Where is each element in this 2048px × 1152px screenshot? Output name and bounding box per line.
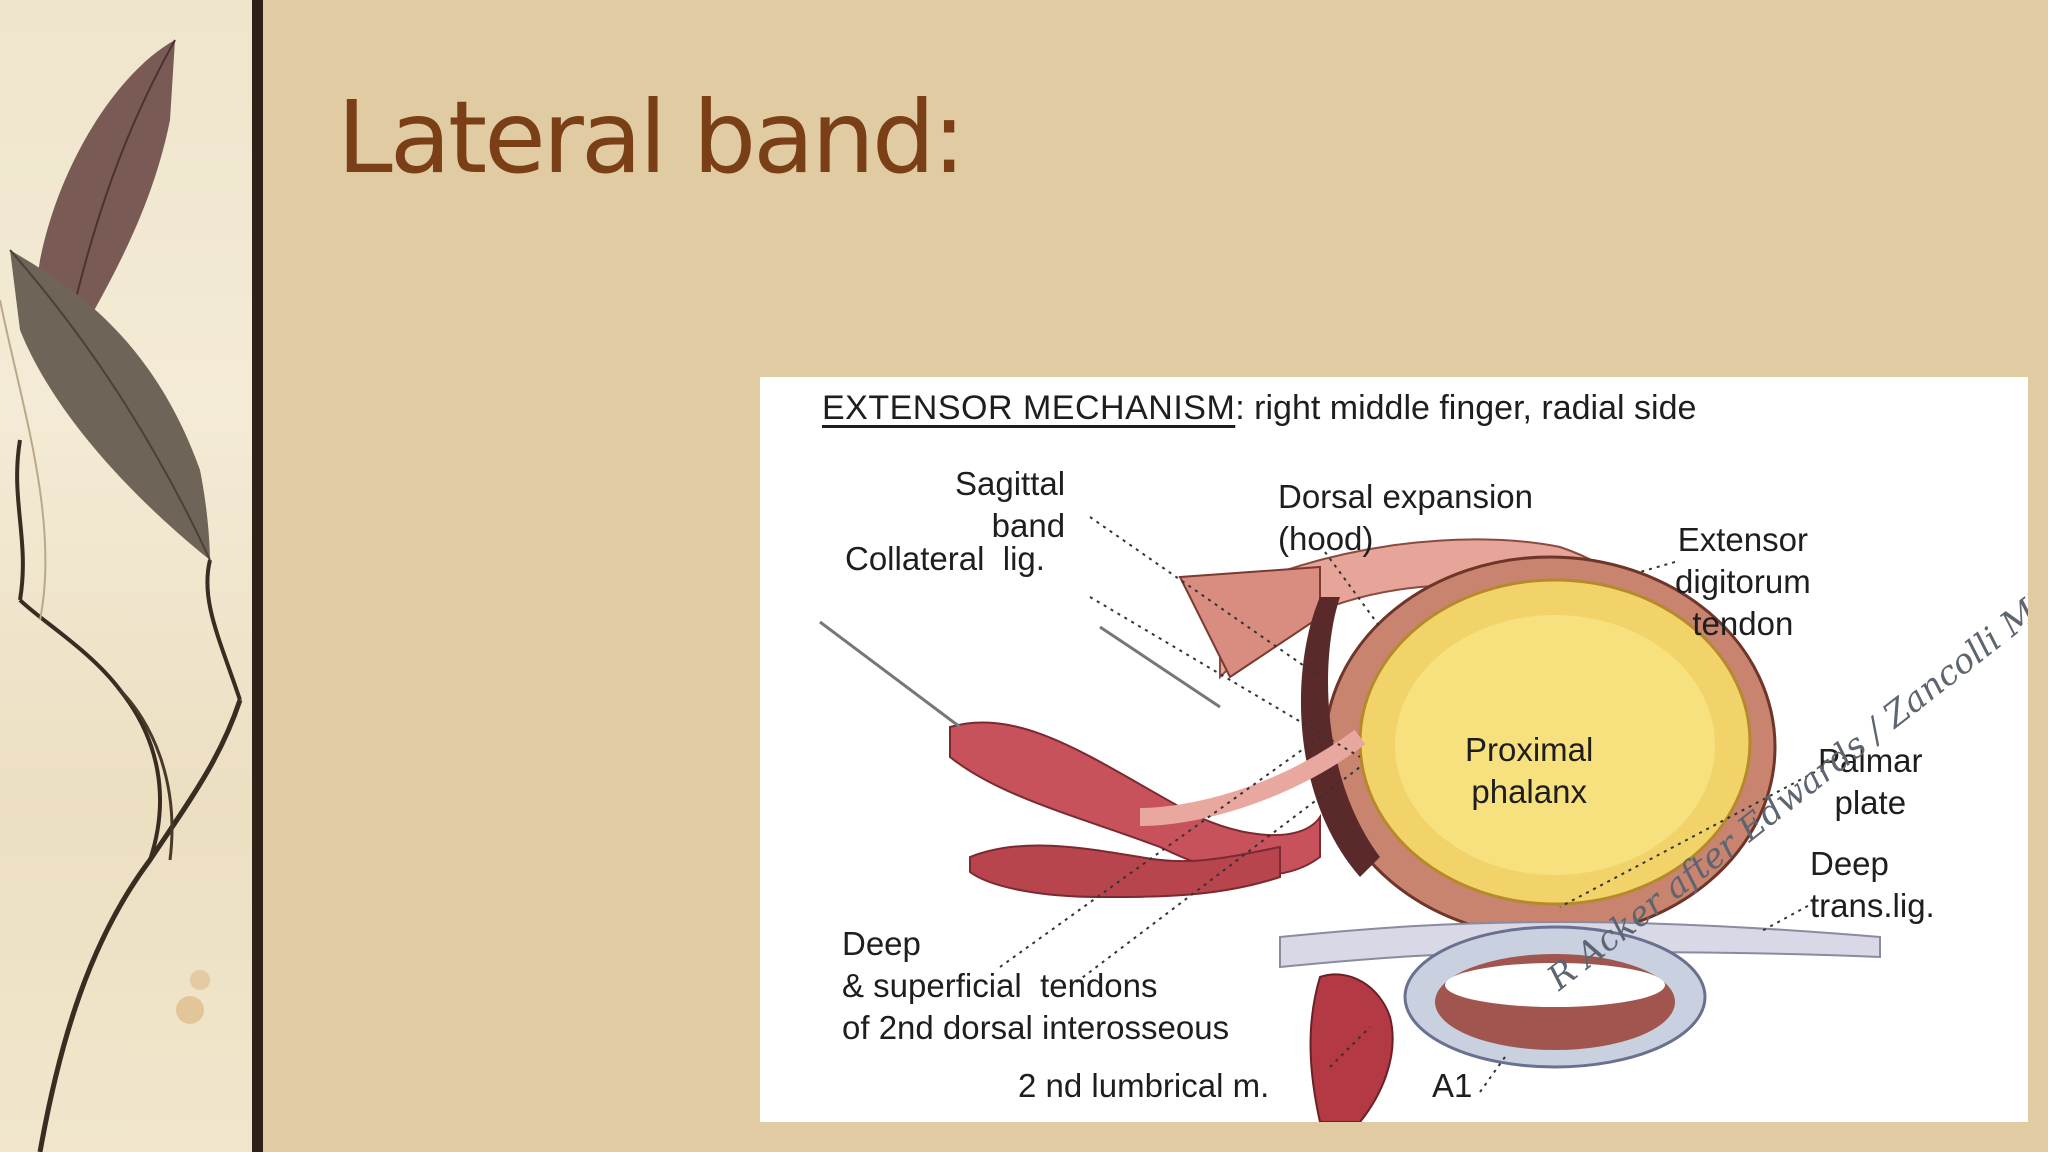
extensor-mechanism-illustration xyxy=(819,516,1881,1122)
label-interosseous-tendons: Deep & superficial tendons of 2nd dorsal… xyxy=(842,925,1230,1046)
figure-heading-subtitle: : right middle finger, radial side xyxy=(1235,389,1697,427)
figure-heading-title: EXTENSOR MECHANISM xyxy=(822,389,1236,427)
figure-heading: EXTENSOR MECHANISM: right middle finger,… xyxy=(822,389,1696,428)
anatomy-figure: EXTENSOR MECHANISM: right middle finger,… xyxy=(760,377,2028,1122)
label-a1-pulley: A1 xyxy=(1432,1067,1473,1104)
decorative-leaf-panel xyxy=(0,0,252,1152)
label-dorsal-expansion: Dorsal expansion (hood) xyxy=(1278,478,1533,557)
dried-leaf-branch-image xyxy=(0,39,243,1152)
label-sagittal-band: Sagittal band xyxy=(955,465,1066,544)
slide-title: Lateral band: xyxy=(337,79,966,196)
label-extensor-digitorum: Extensor digitorum tendon xyxy=(1675,521,1811,642)
label-palmar-plate: Palmar plate xyxy=(1818,742,1923,821)
vertical-divider-bar xyxy=(252,0,263,1152)
label-deep-transverse-ligament: Deep trans.lig. xyxy=(1810,845,1935,924)
label-collateral-ligament: Collateral lig. xyxy=(845,540,1045,577)
label-proximal-phalanx: Proximal phalanx xyxy=(1465,731,1594,810)
label-lumbrical: 2 nd lumbrical m. xyxy=(1018,1067,1270,1104)
